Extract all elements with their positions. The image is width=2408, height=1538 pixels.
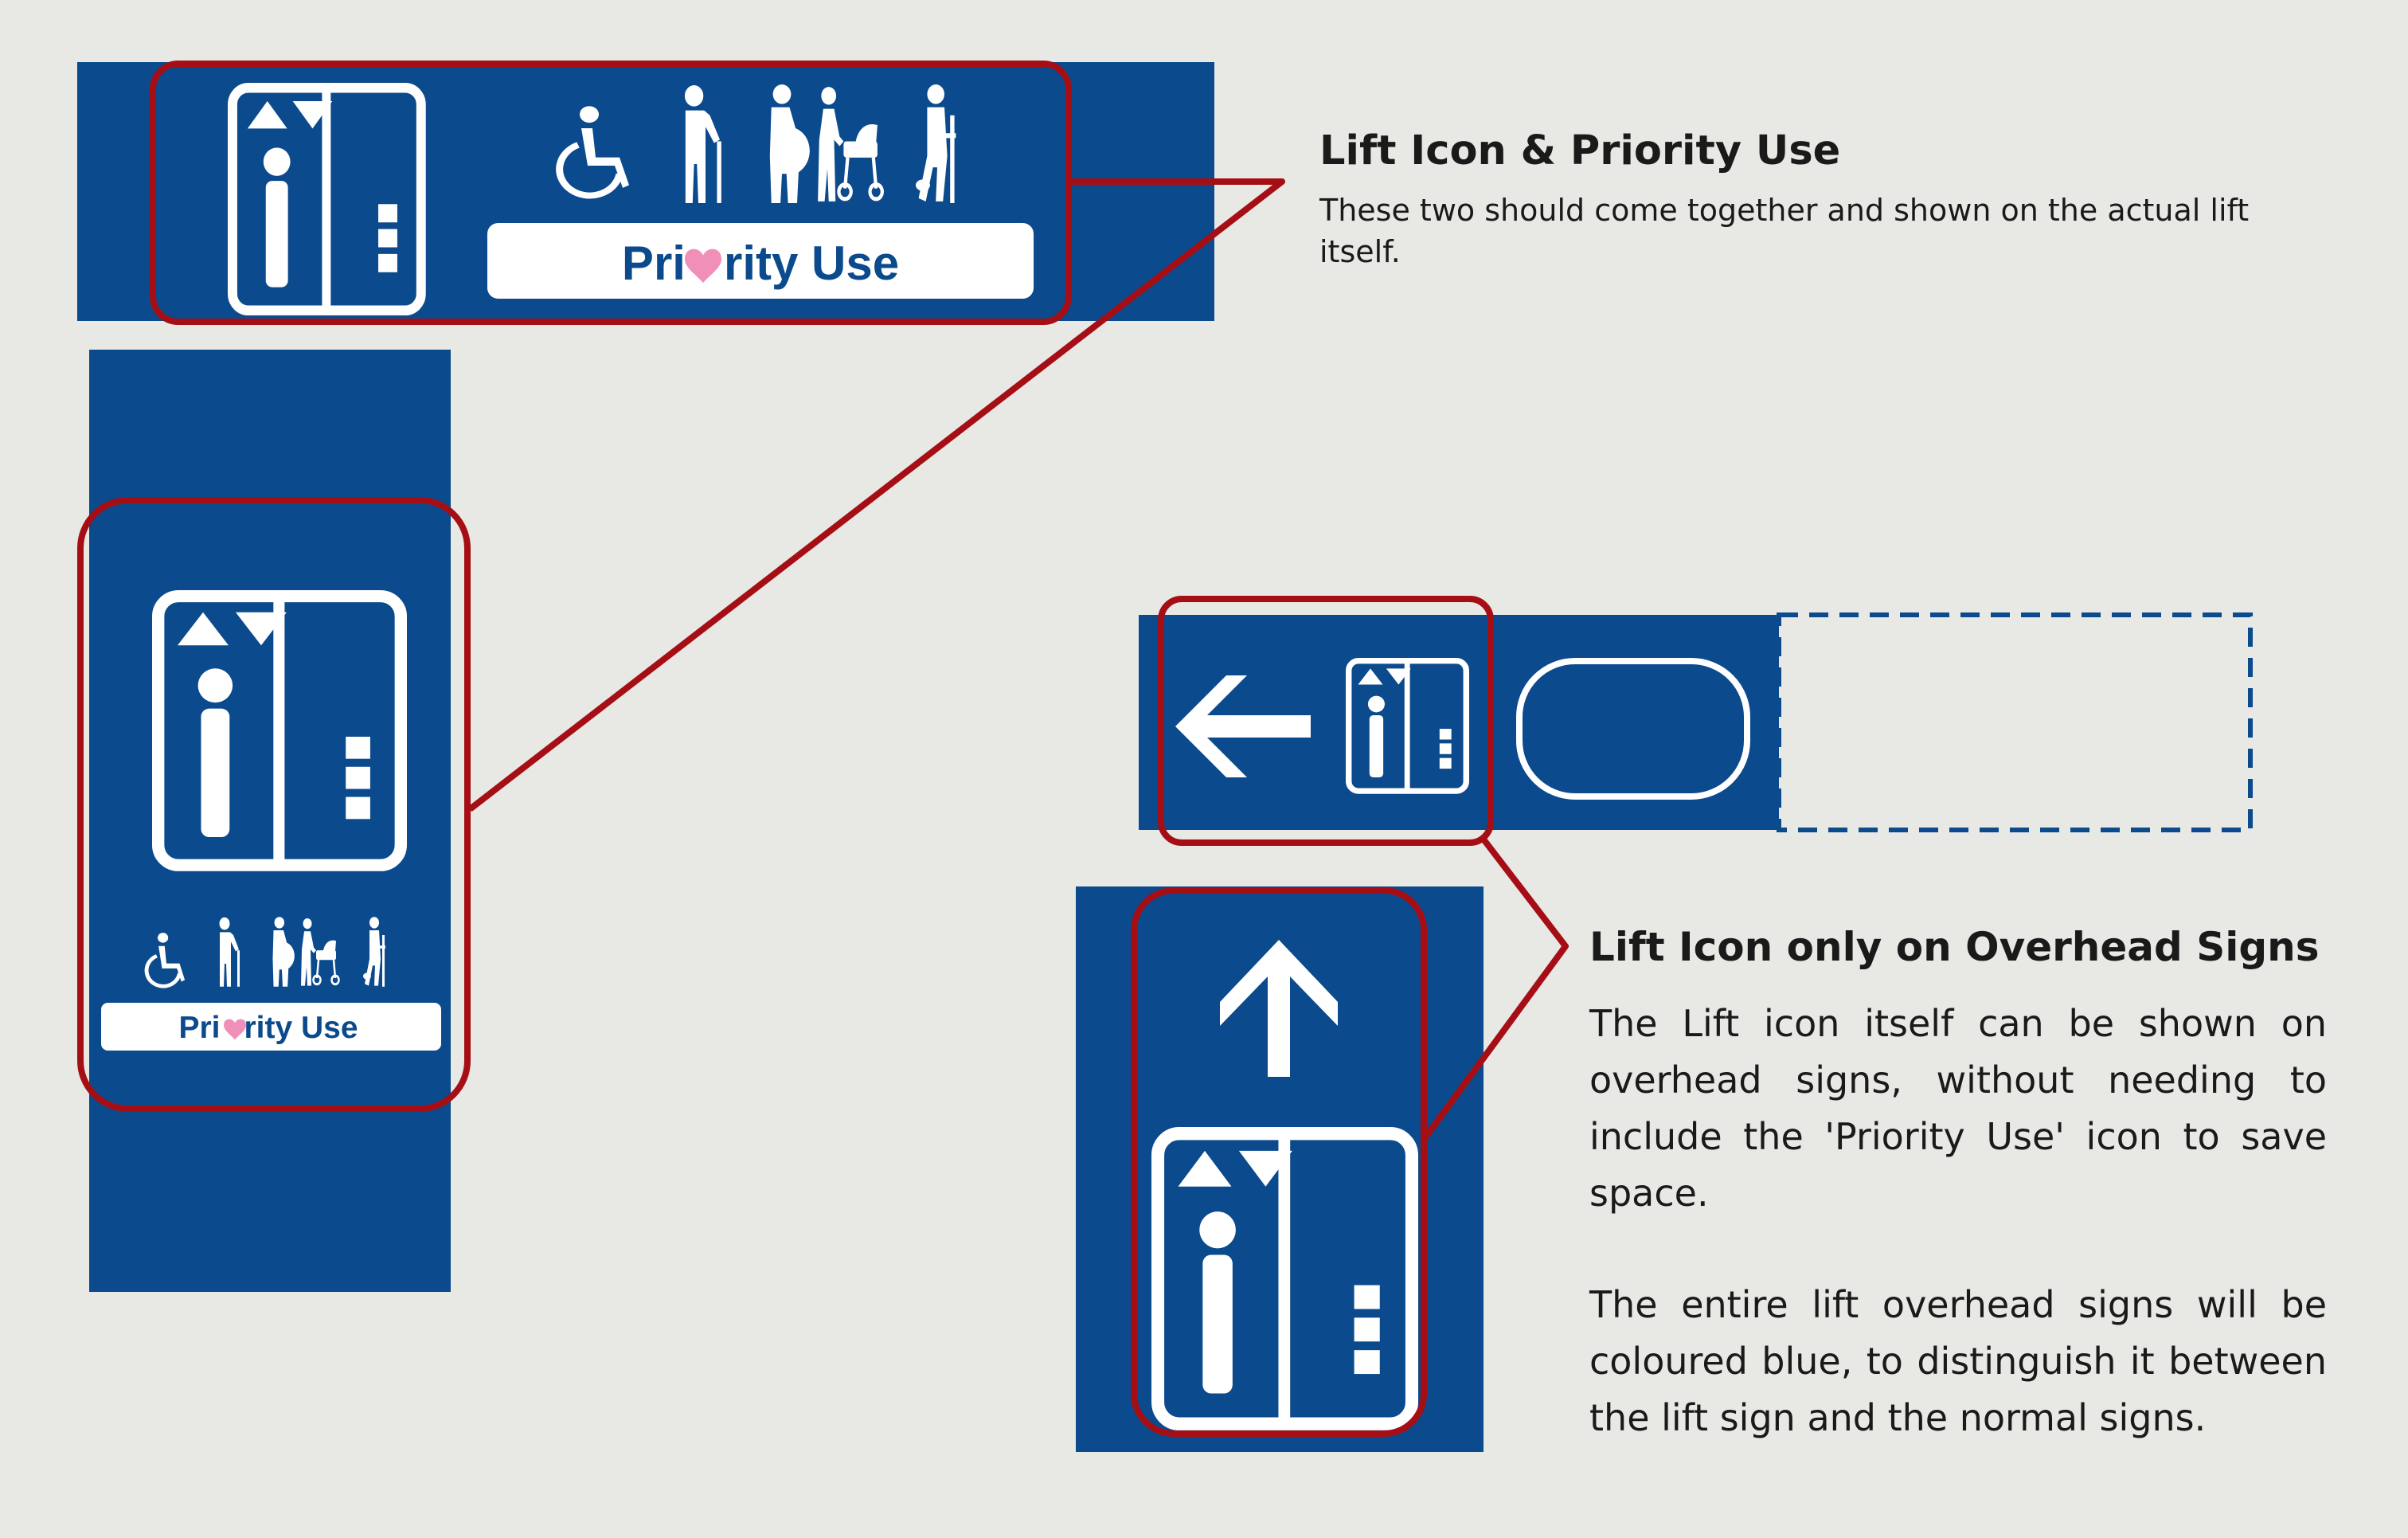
highlight-box-left — [77, 497, 471, 1112]
heart-icon — [685, 249, 721, 284]
priority-use-badge: Pri rity Use — [101, 1003, 441, 1051]
priority-use-text-post: rity Use — [724, 237, 899, 290]
priority-use-badge: Pri rity Use — [487, 223, 1034, 299]
lift-door-sign-horizontal: Pri rity Use — [77, 62, 1214, 321]
arrow-left-icon — [1175, 675, 1311, 777]
highlight-box-arrow-lift — [1158, 596, 1494, 846]
highlight-box-vertical-lift — [1131, 887, 1427, 1437]
heart-icon — [224, 1019, 246, 1040]
priority-use-text-pre: Pri — [622, 237, 686, 290]
connector-priority — [467, 178, 1285, 812]
overhead-section-body-2: The entire lift overhead signs will be c… — [1589, 1283, 2327, 1439]
priority-use-text-pre: Pri — [178, 1011, 220, 1045]
connector-overhead — [1422, 838, 1569, 1140]
overhead-sign-horizontal — [1139, 612, 2253, 832]
priority-section-body: These two should come together and shown… — [1319, 193, 2250, 269]
overhead-section-title: Lift Icon only on Overhead Signs — [1589, 924, 2320, 970]
lift-door-sign-vertical: Pri rity Use — [89, 350, 451, 1292]
destination-placeholder — [1516, 658, 1750, 800]
highlight-callouts — [77, 61, 1569, 1437]
highlight-box-top — [150, 61, 1072, 325]
overhead-sign-vertical — [1076, 886, 1484, 1452]
arrow-up-icon — [1220, 940, 1338, 1077]
overhead-section-body-1: The Lift icon itself can be shown on ove… — [1589, 1002, 2327, 1215]
priority-use-text-post: rity Use — [244, 1011, 358, 1045]
priority-section-title: Lift Icon & Priority Use — [1319, 127, 1841, 174]
